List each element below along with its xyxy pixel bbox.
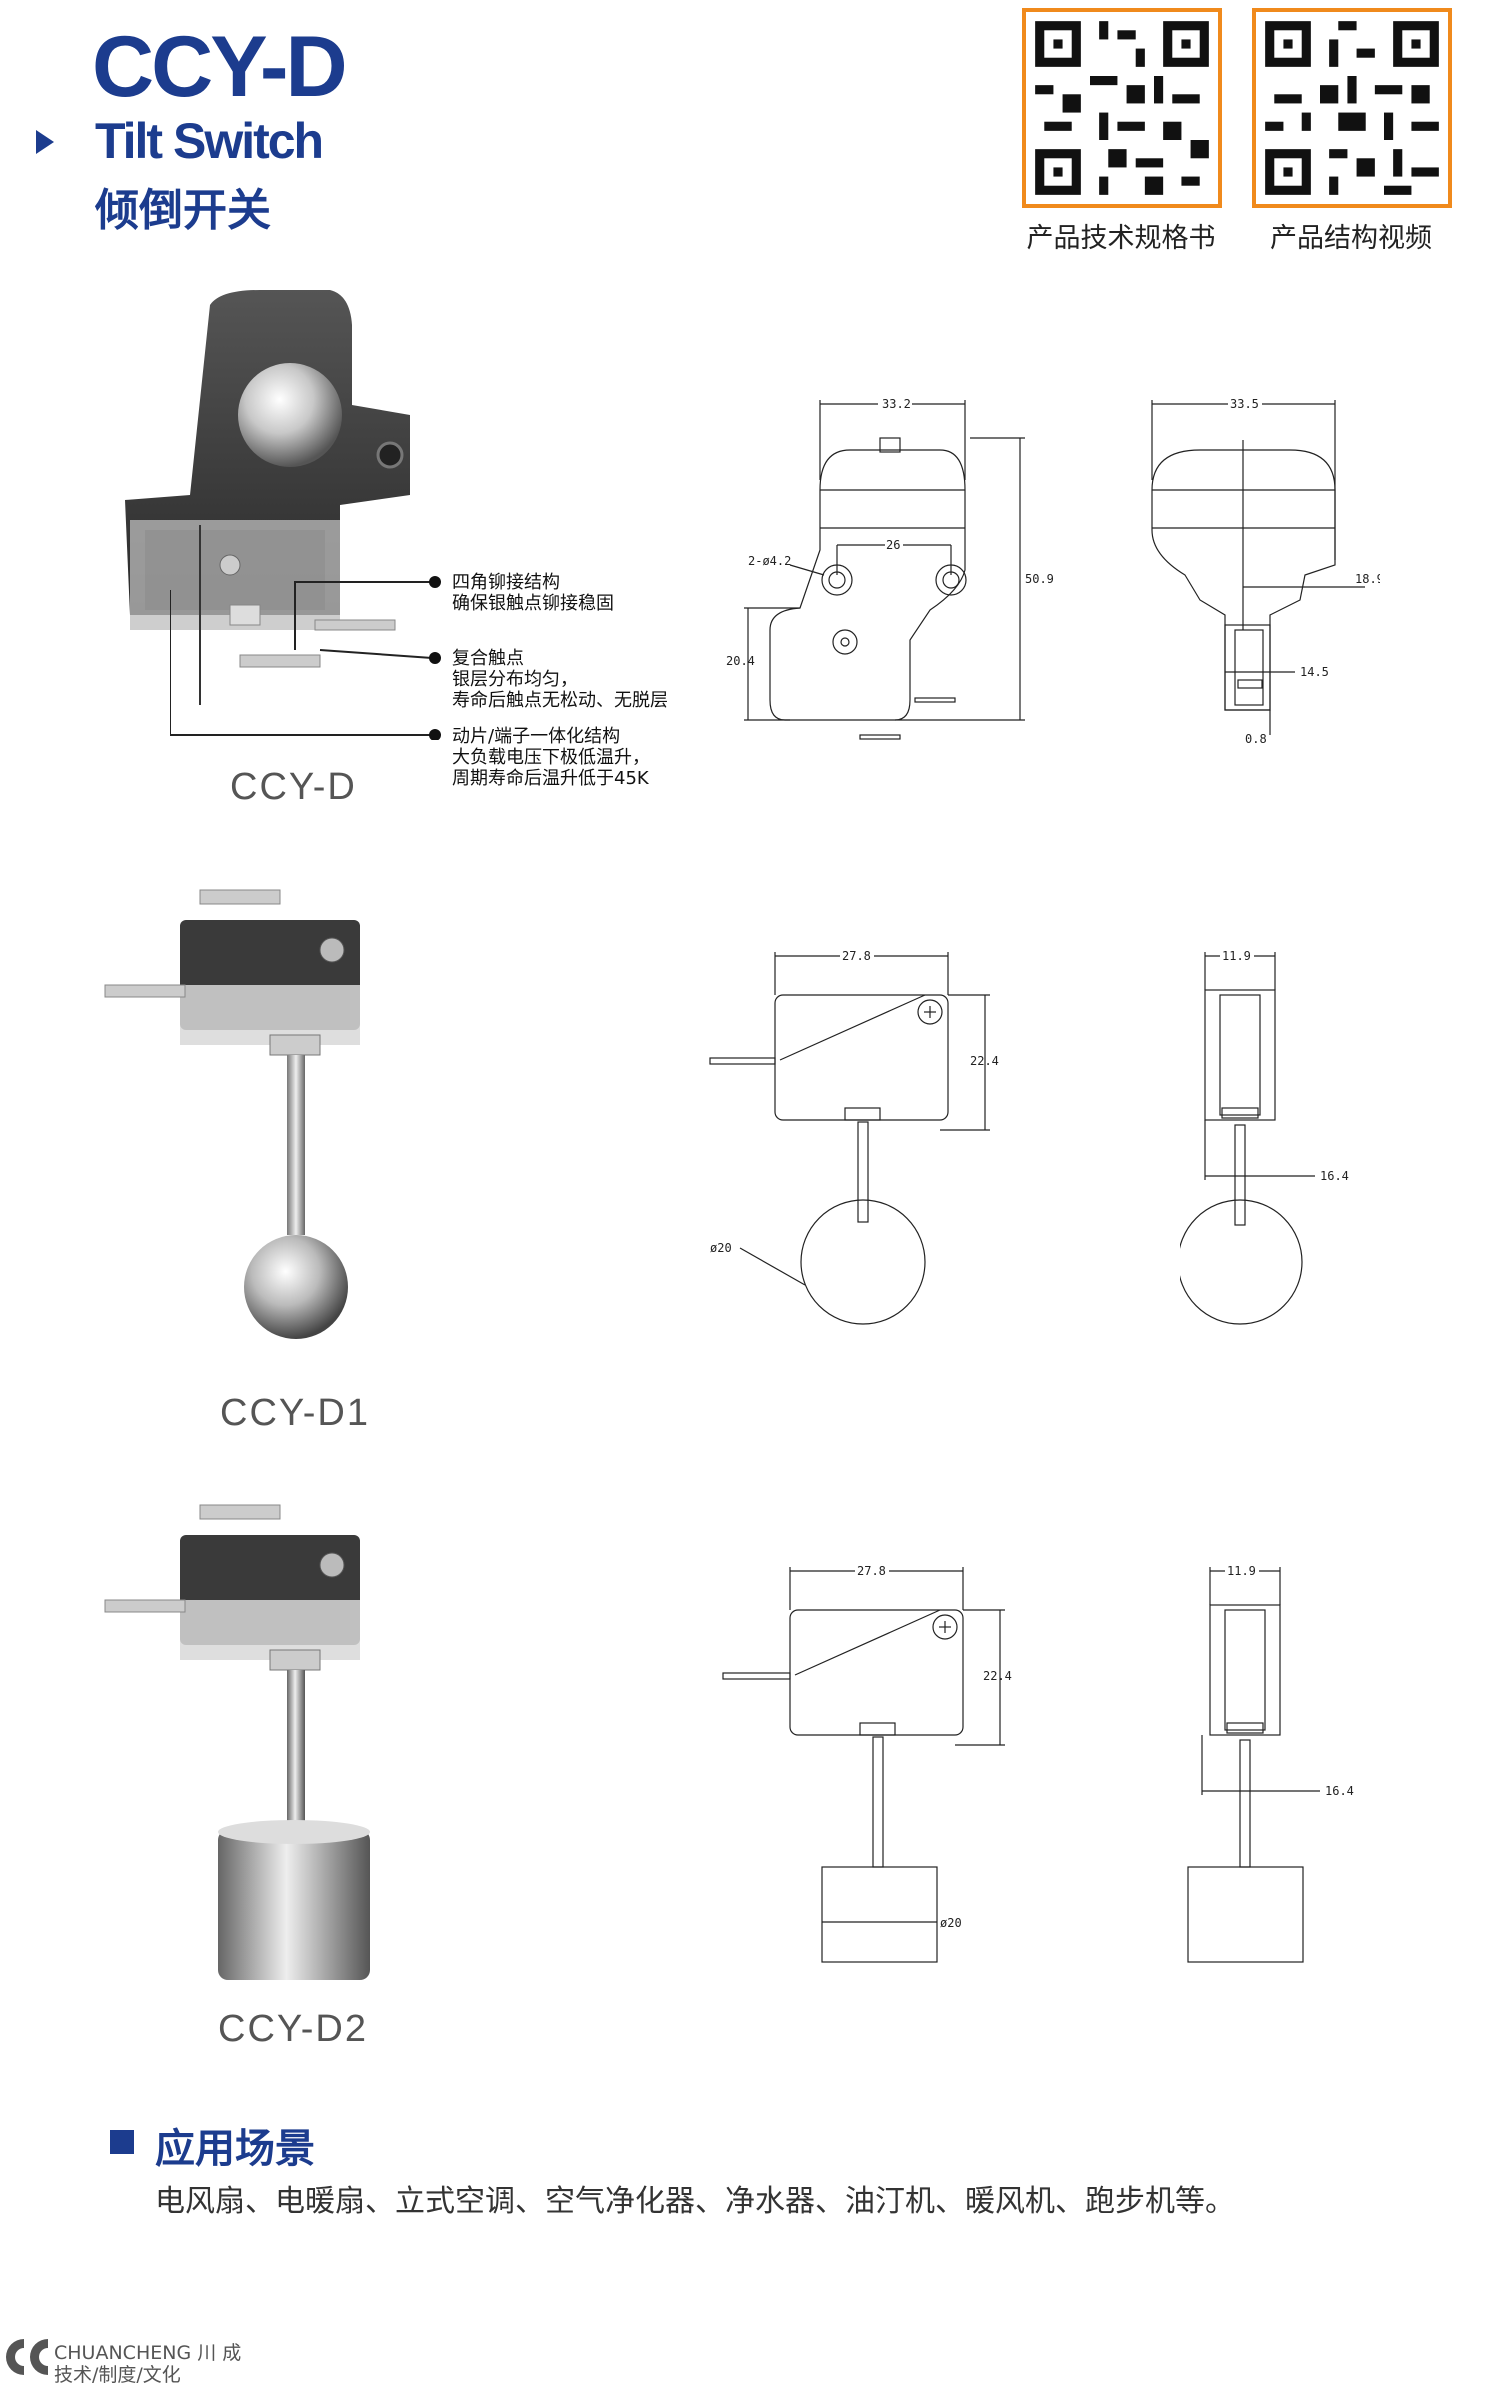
feature-composite-contact: 复合触点 银层分布均匀， 寿命后触点无松动、无脱层 [452,648,668,711]
dim-width: 27.8 [842,949,871,963]
feature-line: 确保银触点铆接稳固 [452,593,614,614]
dim-width: 11.9 [1222,949,1251,963]
dim-height: 50.9 [1025,572,1054,586]
qr-code-icon [1035,21,1209,195]
dim-depth: 16.4 [1325,1784,1354,1798]
drawing-ccy-d-side: 33.5 18.9 14.5 0.8 [1151,397,1380,746]
dim-ball: ø20 [710,1241,732,1255]
drawing-ccy-d2-front: 27.8 22.4 ø20 [722,1564,1012,1963]
drawing-ccy-d-front: 33.2 26 2-ø4.2 50.9 20.4 [726,397,1054,740]
dim-width: 33.5 [1230,397,1259,411]
annotation-leaders [170,576,441,740]
qr-label-video: 产品结构视频 [1270,223,1432,254]
dim-holes: 2-ø4.2 [748,554,791,568]
dim-height: 22.4 [970,1054,999,1068]
qr-code-spec[interactable] [1022,8,1222,208]
product-photo-ccy-d2 [104,1504,370,1980]
qr-code-video[interactable] [1252,8,1452,208]
applications-title: 应用场景 [155,2126,315,2172]
product-label-ccy-d1: CCY-D1 [220,1392,370,1434]
feature-title: 动片/端子一体化结构 [452,726,621,747]
product-label-ccy-d2: CCY-D2 [218,2008,368,2050]
feature-line: 周期寿命后温升低于45K [452,768,649,789]
qr-code-icon [1265,21,1439,195]
dim-hole-pitch: 26 [886,538,900,552]
drawing-ccy-d2-side: 11.9 16.4 [1187,1564,1354,1963]
dim-body-height: 20.4 [726,654,755,668]
dim-depth: 16.4 [1320,1169,1349,1183]
product-name-en: Tilt Switch [95,113,324,169]
footer-brand: CHUANCHENG 川 成 [54,2342,242,2364]
feature-title: 四角铆接结构 [452,572,560,593]
drawing-ccy-d1-side: 11.9 16.4 [1180,949,1349,1325]
product-photo-ccy-d1 [104,889,360,1339]
feature-integrated-terminal: 动片/端子一体化结构 大负载电压下极低温升， 周期寿命后温升低于45K [452,726,650,789]
product-photo-ccy-d [125,290,410,705]
drawing-ccy-d1-front: 27.8 22.4 ø20 [709,949,999,1325]
dim-gap: 0.8 [1245,732,1267,746]
qr-label-spec: 产品技术规格书 [1026,223,1216,254]
dim-height: 22.4 [983,1669,1012,1683]
footer-tagline: 技术/制度/文化 [54,2364,181,2386]
dim-body-width: 14.5 [1300,665,1329,679]
triangle-bullet-icon [36,130,54,154]
dim-weight: ø20 [940,1916,962,1930]
feature-riveting: 四角铆接结构 确保银触点铆接稳固 [452,572,614,614]
feature-line: 银层分布均匀， [452,669,578,690]
dim-width: 11.9 [1227,1564,1256,1578]
feature-line: 大负载电压下极低温升， [452,747,650,768]
company-logo-icon [6,2339,48,2375]
dim-width: 33.2 [882,397,911,411]
dim-offset: 18.9 [1355,572,1380,586]
feature-line: 寿命后触点无松动、无脱层 [452,690,668,711]
product-name-cn: 倾倒开关 [95,185,271,236]
applications-text: 电风扇、电暖扇、立式空调、空气净化器、净水器、油汀机、暖风机、跑步机等。 [155,2184,1235,2219]
feature-title: 复合触点 [452,648,524,669]
dim-width: 27.8 [857,1564,886,1578]
product-label-ccy-d: CCY-D [230,766,357,808]
section-bullet-icon [110,2130,134,2154]
page-title: CCY-D [92,19,348,115]
